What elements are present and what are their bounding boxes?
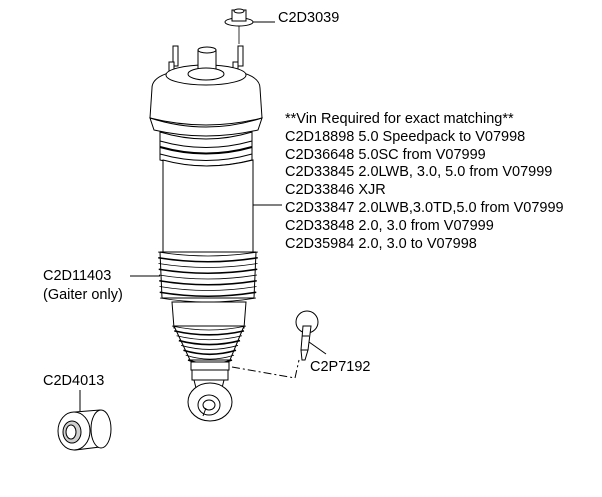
bellows-ring bbox=[158, 274, 258, 280]
note-line: C2D35984 2.0, 3.0 to V07998 bbox=[285, 235, 477, 252]
label-bushing: C2D4013 bbox=[43, 373, 105, 389]
bellows-ring bbox=[159, 279, 257, 286]
note-line: C2D33845 2.0LWB, 3.0, 5.0 from V07999 bbox=[285, 164, 553, 181]
bellows-ring bbox=[158, 268, 258, 275]
lower-eye bbox=[187, 382, 233, 422]
note-vin-required: **Vin Required for exact matching** bbox=[285, 111, 514, 127]
bolt-c2p7192[interactable] bbox=[295, 310, 319, 361]
note-line: C2D36648 5.0SC from V07999 bbox=[285, 146, 486, 163]
nut-c2d3039[interactable] bbox=[224, 8, 254, 44]
note-line: C2D33848 2.0, 3.0 from V07999 bbox=[285, 217, 494, 234]
bellows-ring bbox=[159, 291, 257, 298]
bellows-ring bbox=[171, 325, 247, 331]
bellows-ring bbox=[181, 345, 239, 350]
leader-bolt bbox=[308, 341, 327, 355]
gaiter-bellows bbox=[157, 251, 259, 303]
lower-sleeve bbox=[171, 301, 247, 329]
bellows-ring bbox=[183, 349, 237, 356]
bellows-ring bbox=[157, 251, 259, 257]
note-line: C2D18898 5.0 Speedpack to V07998 bbox=[285, 128, 526, 145]
label-gaiter: C2D11403 bbox=[43, 268, 112, 284]
bushing-c2d4013[interactable] bbox=[57, 409, 112, 451]
part-notes: **Vin Required for exact matching** C2D1… bbox=[285, 111, 564, 253]
strut-body bbox=[162, 159, 254, 256]
bellows-ring bbox=[174, 330, 245, 336]
label-bolt: C2P7192 bbox=[310, 359, 371, 375]
note-line: C2D33846 XJR bbox=[285, 182, 386, 199]
top-mount-cap bbox=[149, 46, 263, 137]
label-nut: C2D3039 bbox=[278, 10, 340, 26]
bellows-ring bbox=[185, 354, 235, 360]
bellows-ring bbox=[178, 339, 241, 346]
note-line: C2D33847 2.0LWB,3.0TD,5.0 from V07999 bbox=[285, 199, 564, 216]
bellows-ring bbox=[158, 256, 258, 263]
bellows-ring bbox=[159, 297, 257, 303]
label-gaiter-note: (Gaiter only) bbox=[43, 287, 123, 303]
bellows-ring bbox=[159, 286, 257, 291]
upper-rings bbox=[159, 131, 253, 167]
bolt-alignment-line bbox=[231, 359, 300, 379]
lower-bellows bbox=[171, 325, 247, 365]
bellows-ring bbox=[176, 335, 243, 341]
bellows-ring bbox=[158, 263, 258, 268]
bellows-outline bbox=[159, 251, 257, 299]
